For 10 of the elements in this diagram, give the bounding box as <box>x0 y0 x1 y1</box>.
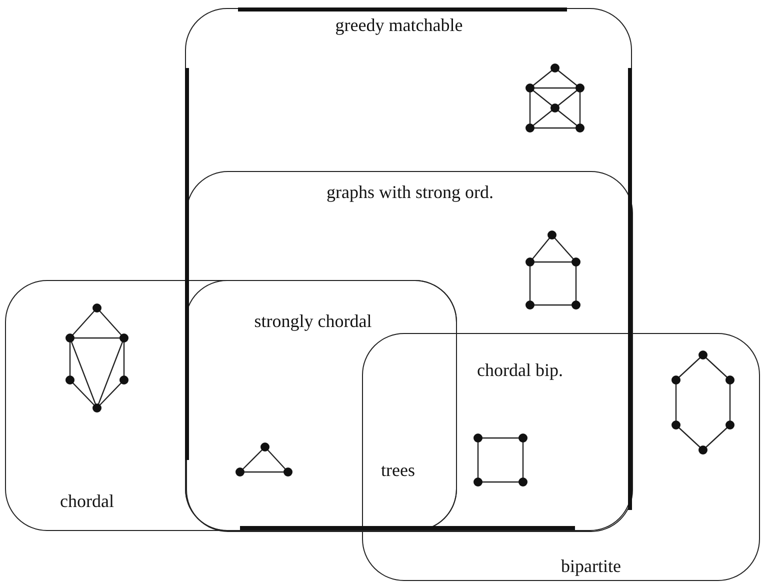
class-label: trees <box>381 460 415 481</box>
class-region <box>186 171 633 532</box>
class-label: bipartite <box>561 556 621 577</box>
class-label: chordal bip. <box>477 360 563 381</box>
class-label: greedy matchable <box>335 15 463 36</box>
class-region <box>362 333 760 581</box>
class-label: graphs with strong ord. <box>326 182 494 203</box>
class-label: chordal <box>60 491 114 512</box>
class-label: strongly chordal <box>254 311 372 332</box>
class-region <box>5 280 457 531</box>
